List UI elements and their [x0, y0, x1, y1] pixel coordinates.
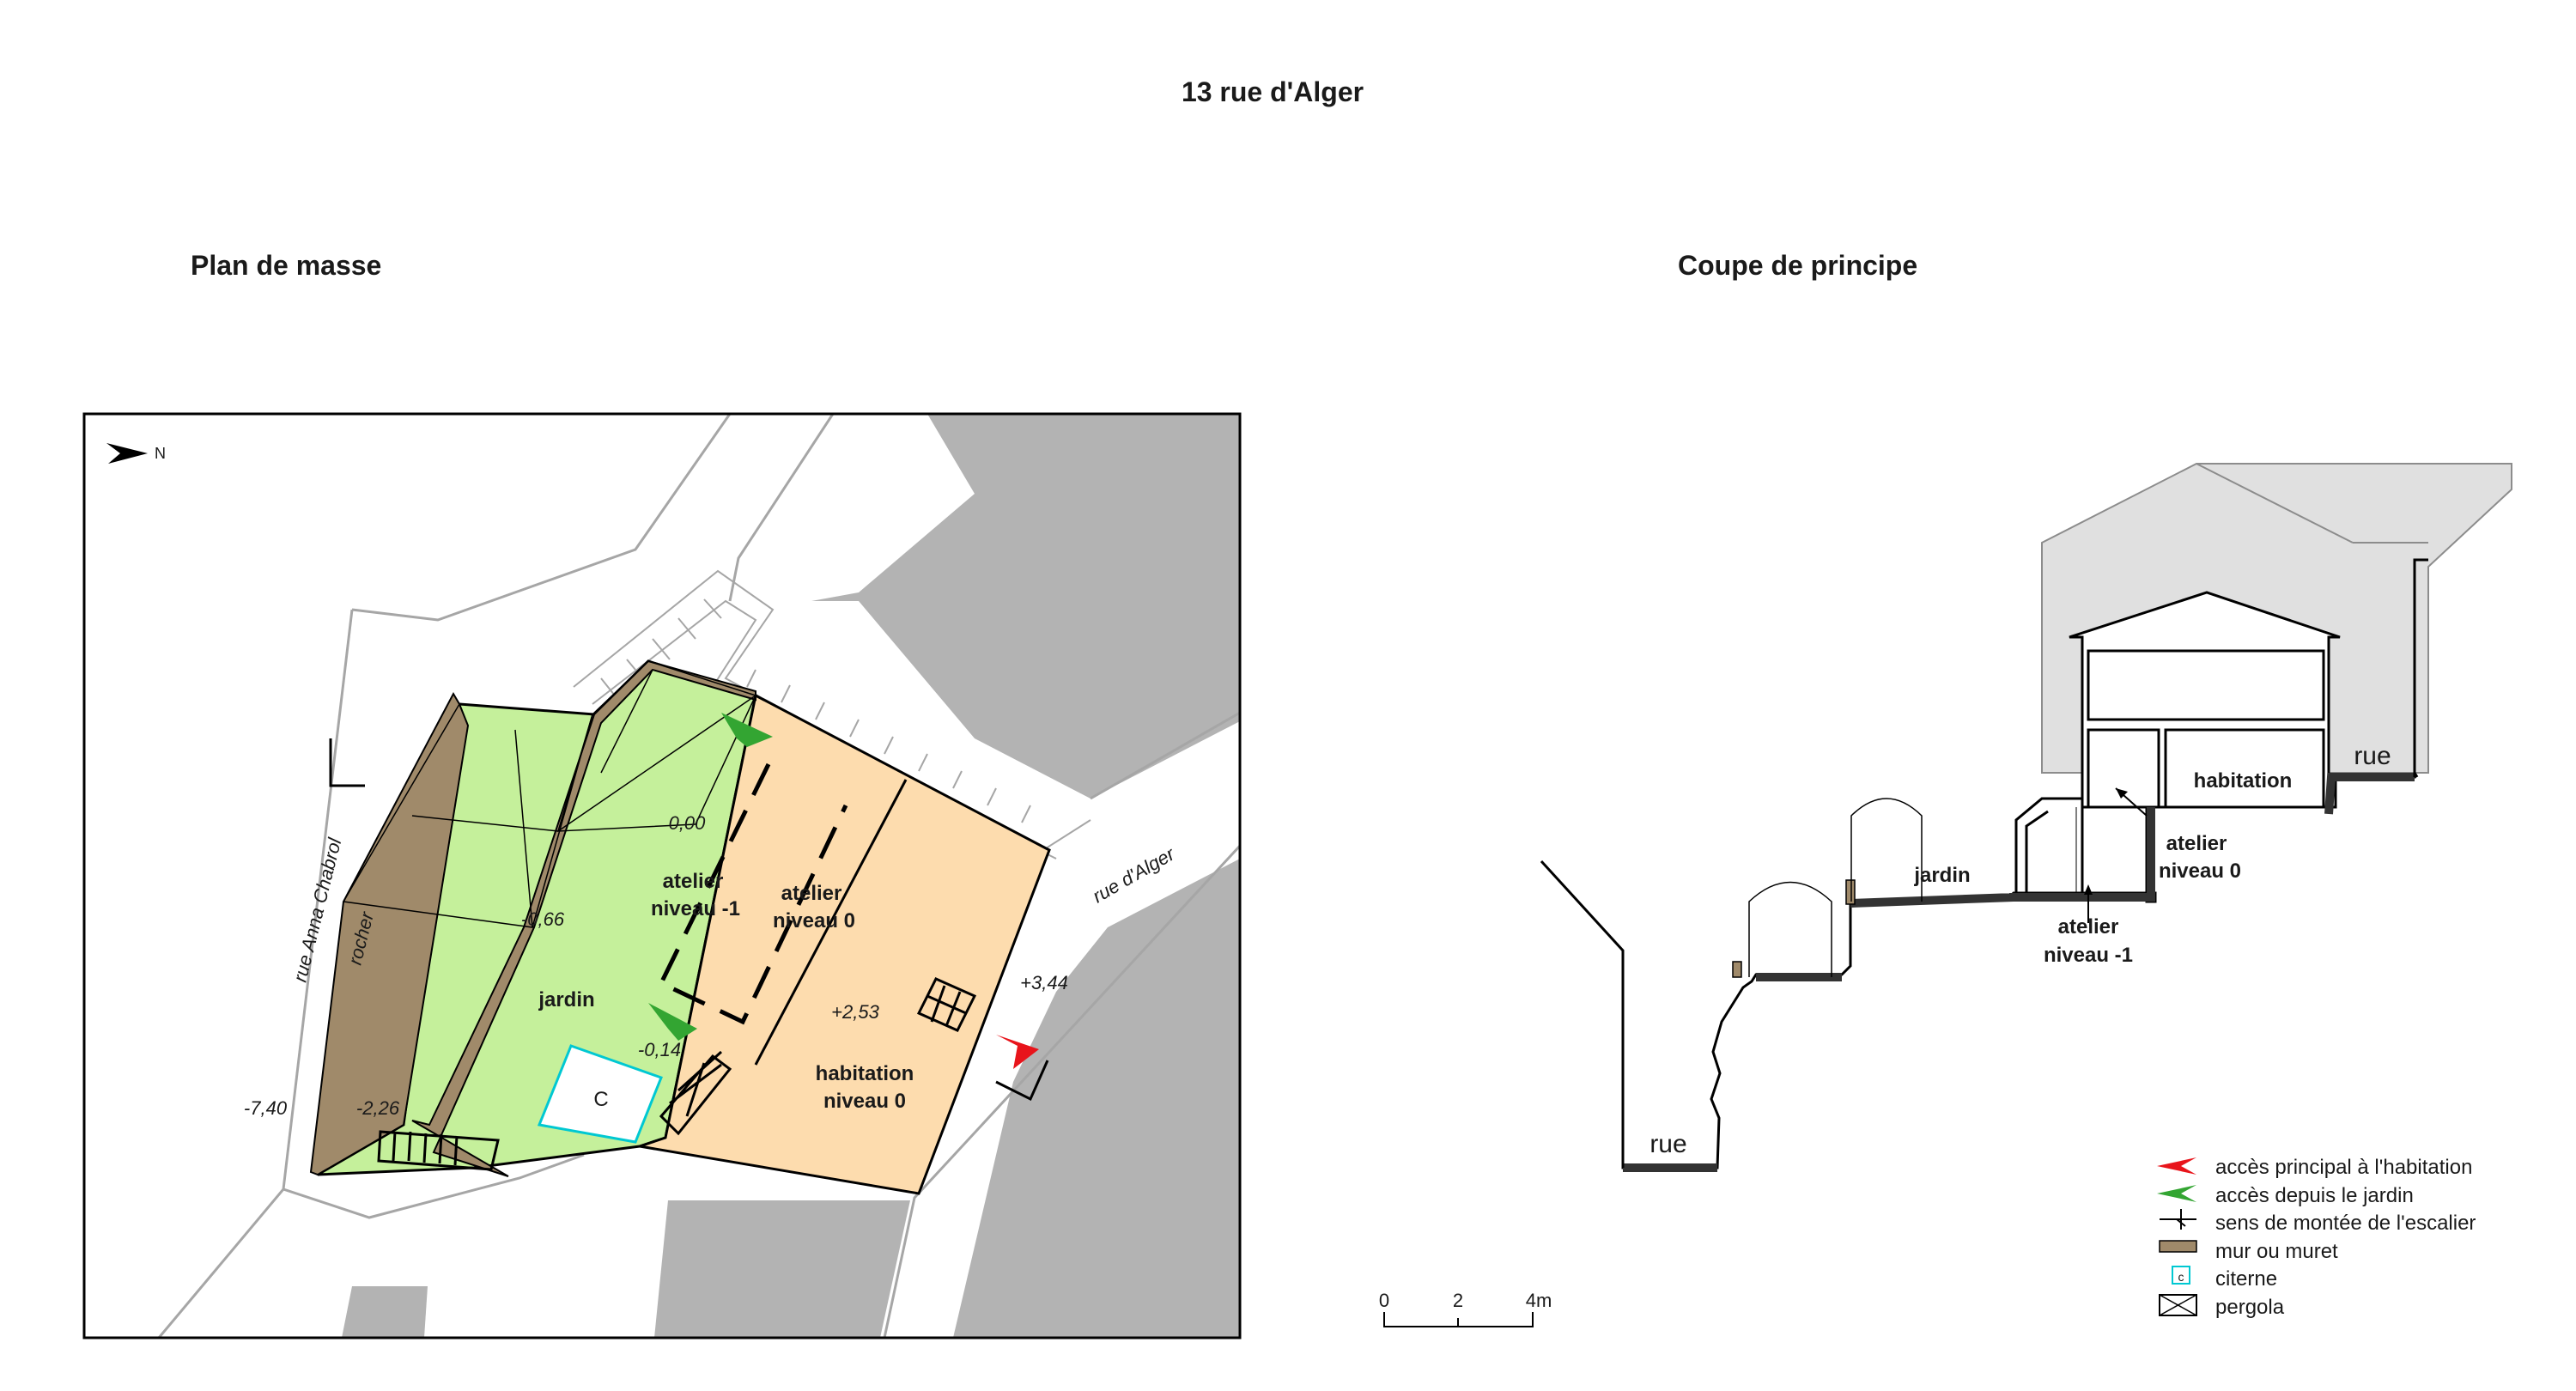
section-atelierm1-a: atelier: [2058, 915, 2119, 938]
section-atelier0-b: niveau 0: [2159, 860, 2241, 883]
street-outlines: [157, 414, 1240, 1338]
neighbour-building-right: [953, 859, 1240, 1338]
ground-profile: [1540, 768, 2419, 1169]
room-atelier-m1-b: niveau -1: [651, 897, 740, 920]
pergola-icon: [2159, 1294, 2197, 1316]
section-atelierm1-b: niveau -1: [2044, 944, 2133, 967]
level-226: -2,26: [356, 1097, 400, 1119]
pergola-panels: [342, 660, 757, 928]
green-access-arrow-top: [721, 713, 773, 747]
room-atelier-m1-a: atelier: [663, 870, 724, 893]
svg-text:c: c: [2178, 1270, 2184, 1284]
north-arrow-icon: N: [106, 443, 166, 464]
level-000: 0,00: [669, 812, 707, 834]
garden-stair: [377, 1130, 500, 1171]
legend: accès principal à l'habitation accès dep…: [2157, 1156, 2476, 1319]
section-atelier-m1: [2014, 797, 2084, 893]
section-rue-left: rue: [1649, 1130, 1686, 1158]
section-jardin: jardin: [1913, 864, 1970, 887]
stair-sign-right: [995, 1060, 1049, 1102]
level-253: +2,53: [831, 1001, 879, 1023]
legend-label-2: sens de montée de l'escalier: [2215, 1212, 2476, 1235]
section-pergola-1: [1748, 881, 1832, 977]
stair-direction-icon: [2160, 1209, 2196, 1230]
room-atelier-0-b: niveau 0: [773, 909, 855, 932]
pergola-grid-house: [916, 977, 977, 1032]
section-drawing: rue rue jardin habitation atelier niveau…: [1540, 463, 2512, 1172]
atelier-partition: [658, 762, 848, 1025]
site-plan: C N: [82, 412, 1552, 1339]
level-014: -0,14: [638, 1039, 681, 1060]
plan-frame: [82, 412, 1242, 1339]
green-arrow-icon: [2157, 1185, 2196, 1202]
section-wall-1: [1732, 961, 1742, 978]
neighbour-building-bottom-left: [342, 1286, 428, 1338]
stair-sign-left: [329, 738, 365, 787]
level-344: +3,44: [1020, 972, 1068, 993]
legend-label-0: accès principal à l'habitation: [2215, 1156, 2472, 1179]
section-house: [2069, 591, 2341, 809]
red-arrow-icon: [2157, 1157, 2196, 1175]
north-label: N: [155, 445, 166, 462]
neighbour-building-top: [811, 414, 1240, 799]
scale-bar: 0 2 4m: [1379, 1290, 1552, 1327]
room-habitation-a: habitation: [816, 1062, 914, 1085]
cistern: [537, 1044, 663, 1144]
room-jardin: jardin: [538, 988, 594, 1011]
section-heading: Coupe de principe: [1678, 250, 1917, 281]
cistern-icon: c: [2172, 1266, 2190, 1285]
pergola-grid-garden: [659, 1050, 732, 1136]
walls: [309, 659, 756, 1177]
section-atelier0-a: atelier: [2166, 832, 2227, 855]
legend-label-3: mur ou muret: [2215, 1240, 2338, 1263]
section-habitation: habitation: [2194, 769, 2293, 793]
legend-label-4: citerne: [2215, 1267, 2277, 1291]
page-title: 13 rue d'Alger: [1182, 76, 1364, 107]
section-rue-right: rue: [2354, 742, 2391, 770]
legend-label-1: accès depuis le jardin: [2215, 1184, 2414, 1207]
cistern-letter: C: [593, 1088, 608, 1111]
legend-label-5: pergola: [2215, 1296, 2285, 1319]
level-740: -7,40: [244, 1097, 288, 1119]
green-access-arrow-bottom: [648, 1003, 697, 1041]
wall-swatch-icon: [2159, 1240, 2197, 1253]
section-wall-2: [1845, 879, 1856, 905]
level-066: -0,66: [521, 908, 565, 930]
scale-2: 2: [1453, 1290, 1463, 1311]
neighbour-building-bottom-mid: [654, 1200, 910, 1338]
red-access-arrow: [996, 1035, 1039, 1069]
section-pergola-2: [1850, 798, 1923, 902]
room-habitation-b: niveau 0: [823, 1090, 906, 1113]
room-atelier-0-a: atelier: [781, 882, 842, 905]
scale-4: 4m: [1526, 1290, 1552, 1311]
scale-0: 0: [1379, 1290, 1389, 1311]
plan-heading: Plan de masse: [191, 250, 381, 281]
